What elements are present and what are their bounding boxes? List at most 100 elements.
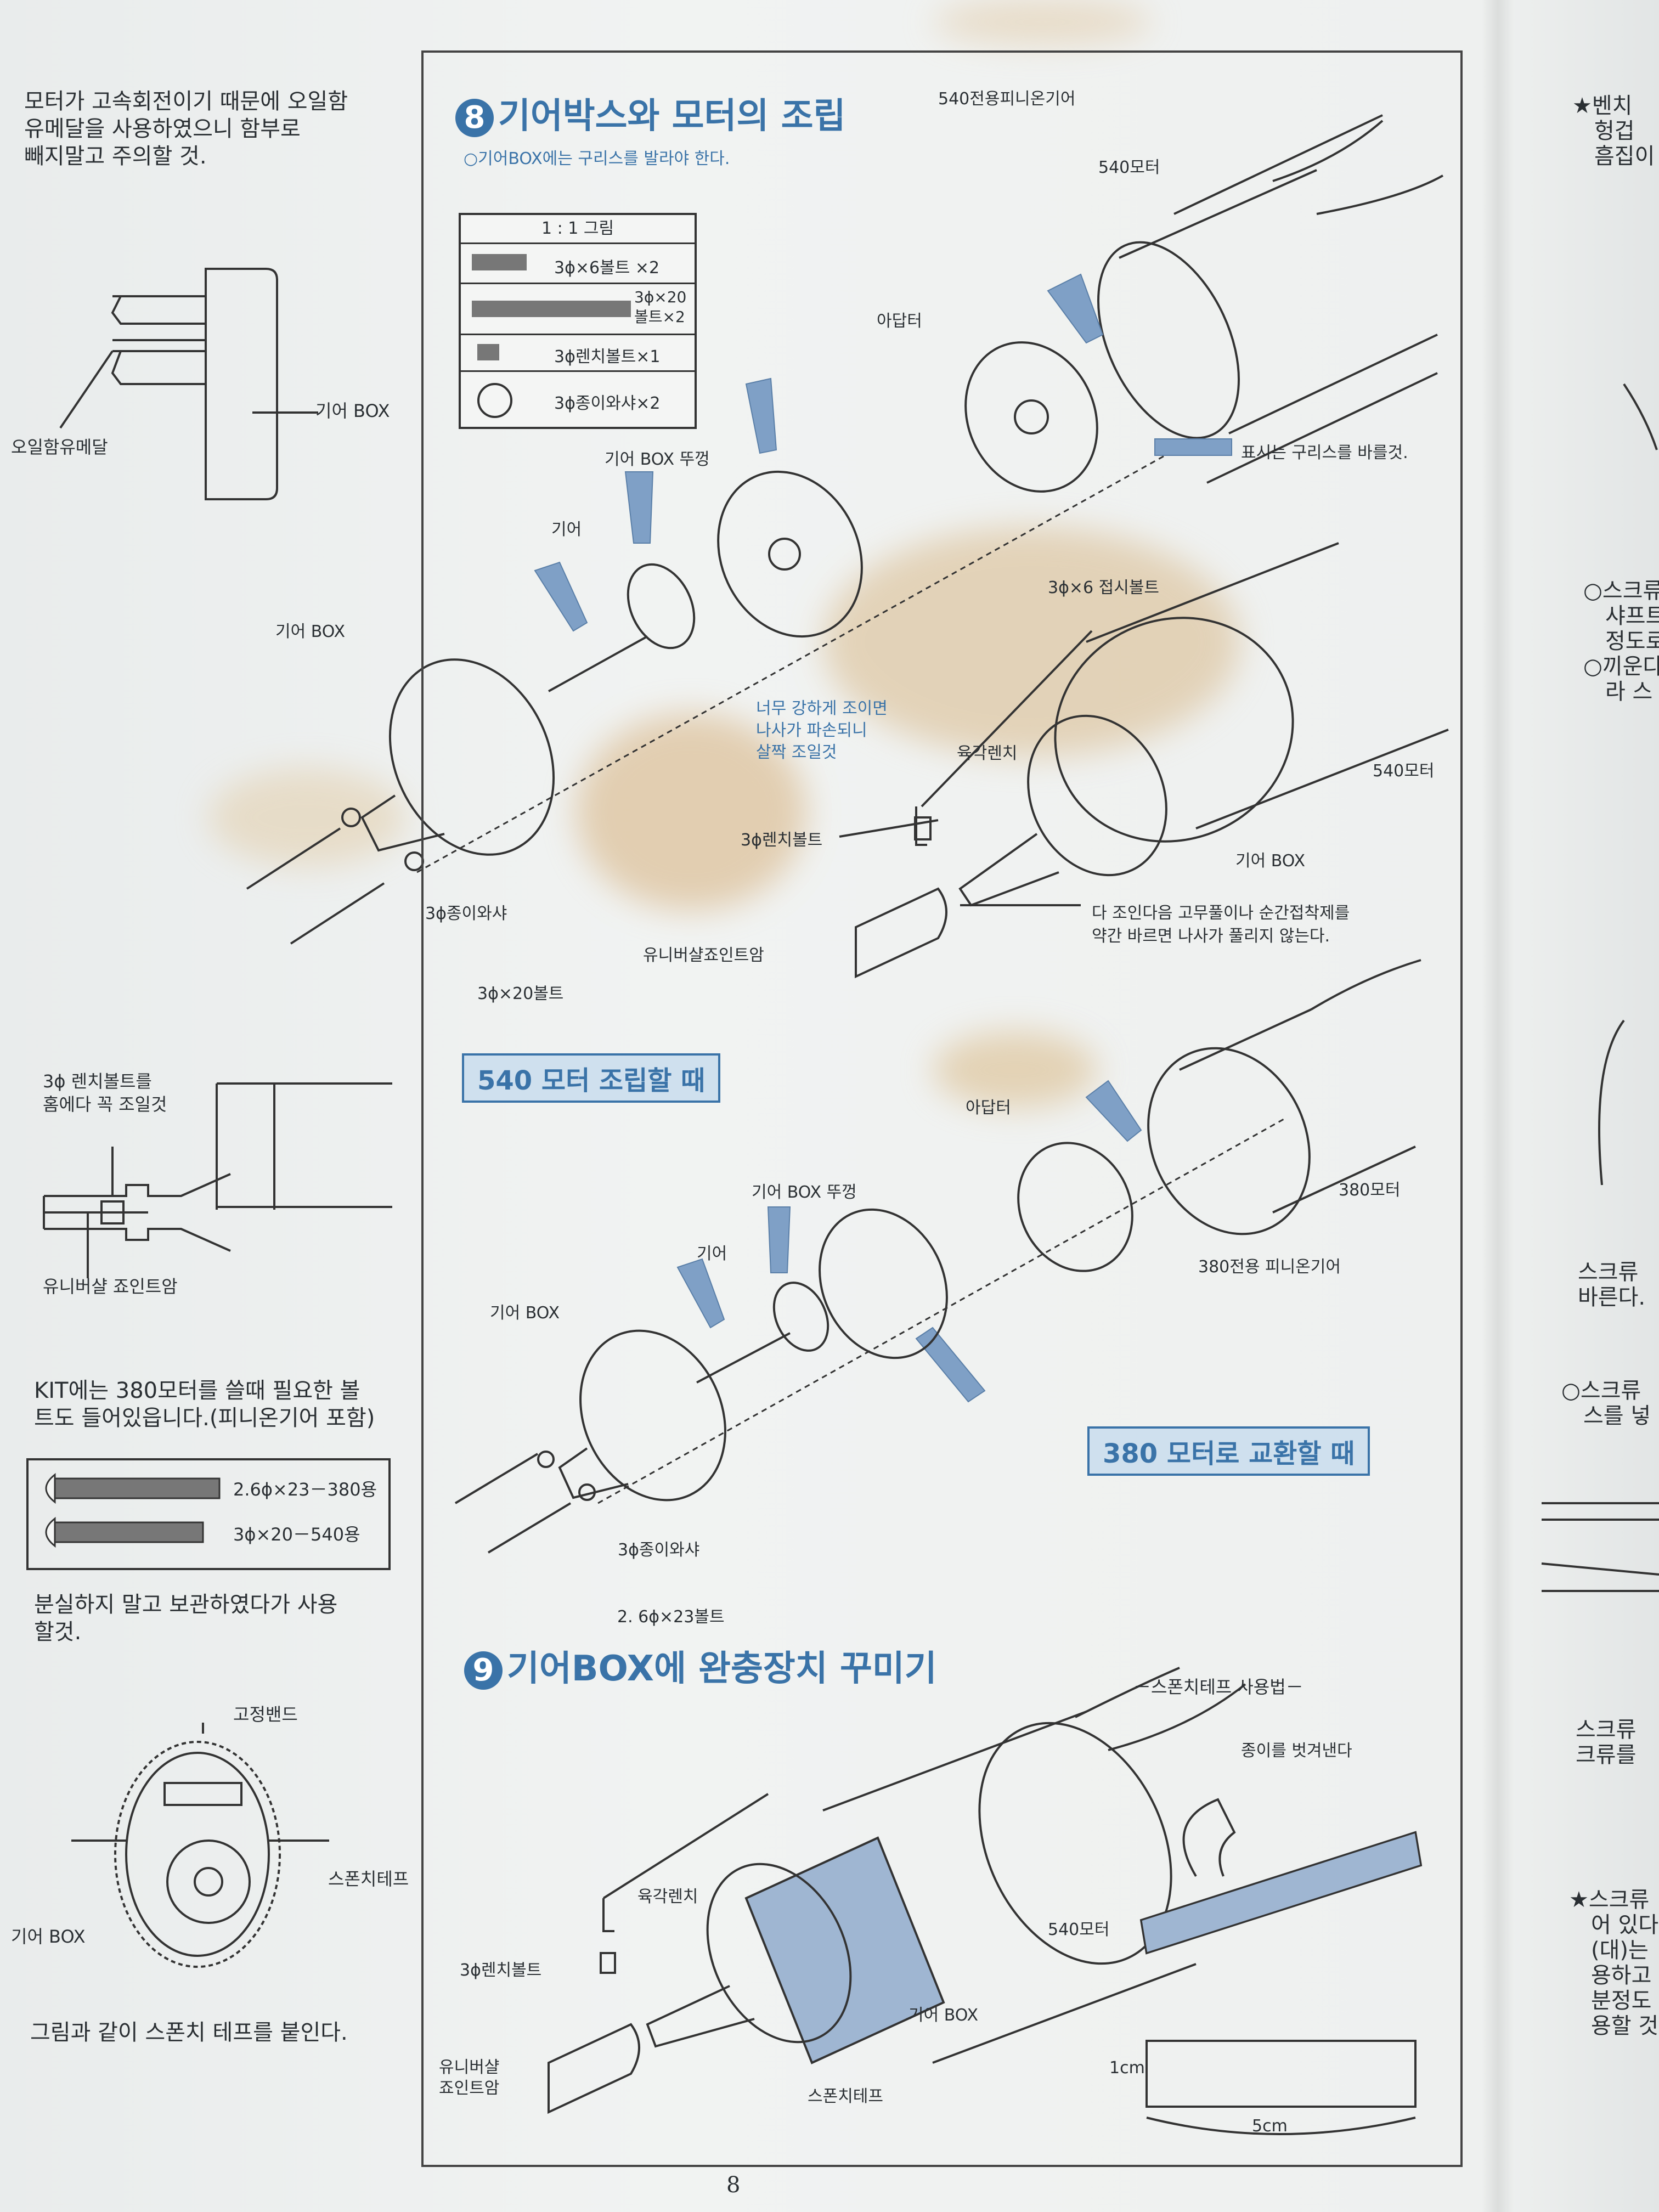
- label-motor-540-b: 540모터: [1373, 761, 1435, 781]
- right-text: 흠집이: [1594, 144, 1655, 169]
- label-gearbox-cover: 기어 BOX 뚜껑: [605, 450, 710, 469]
- section8-number: 8: [455, 99, 494, 138]
- box-380-swap: 380 모터로 교환할 때: [1087, 1426, 1370, 1476]
- label-peel: 종이를 벗겨낸다: [1241, 1741, 1352, 1760]
- label-pinion-380: 380전용 피니온기어: [1198, 1257, 1341, 1277]
- parts-table: 1 : 1 그림 3ϕ×6볼트 ×2 3ϕ×20 볼트×2 3ϕ렌치볼트×1 3…: [459, 213, 697, 429]
- parts-row-text: 3ϕ종이와샤×2: [554, 394, 661, 413]
- right-screw1: ○스크류 샤프트 정도로 ○끼운다 라 스: [1583, 578, 1659, 704]
- grease-note: 표시는 구리스를 바를것.: [1241, 443, 1408, 462]
- dim-width: 5cm: [1252, 2117, 1288, 2136]
- label-motor-540: 540모터: [1098, 158, 1160, 177]
- keep-note: 분실하지 말고 보관하였다가 사용 할것.: [34, 1592, 338, 1645]
- dim-height: 1cm: [1109, 2058, 1145, 2078]
- right-star1: ★벤치 헝겁 흠집이: [1572, 93, 1655, 169]
- box-540-assembly: 540 모터 조립할 때: [462, 1053, 721, 1103]
- glue-note: 다 조인다음 고무풀이나 순간접착제를 약간 바르면 나사가 풀리지 않는다.: [1092, 904, 1350, 946]
- sponge-label-left: 스폰치테프: [328, 1869, 409, 1889]
- joint-label-left: 유니버샬 죠인트암: [43, 1276, 178, 1297]
- section9-number: 9: [464, 1651, 503, 1690]
- right-text: 어 있다: [1591, 1912, 1659, 1938]
- label-wrench-bolt: 3ϕ렌치볼트: [741, 831, 823, 850]
- label-gearbox: 기어 BOX: [275, 622, 346, 641]
- oil-bearing-label: 오일함유메달: [11, 437, 108, 458]
- right-text: 스크류: [1576, 1717, 1637, 1742]
- label-gear-380: 기어: [697, 1244, 727, 1263]
- right-text: 크류를: [1576, 1742, 1637, 1768]
- right-text: 정도로: [1605, 629, 1659, 654]
- label-gear: 기어: [551, 520, 582, 539]
- right-text: ★벤치: [1572, 93, 1633, 119]
- bolt-20: 3ϕ×20－540용: [233, 1524, 360, 1545]
- label-sponge-9: 스폰치테프: [808, 2087, 883, 2106]
- right-text: (대)는: [1591, 1938, 1649, 1963]
- label-hex-wrench: 육각렌치: [957, 744, 1018, 763]
- right-text: ★스크류: [1569, 1887, 1650, 1912]
- bolt-icon: [472, 301, 631, 317]
- frame-left-divider: [421, 993, 424, 2145]
- right-text: 스를 넣: [1583, 1403, 1651, 1429]
- label-gearbox-9: 기어 BOX: [909, 2006, 979, 2025]
- sponge-howto: －스폰치테프 사용법－: [1133, 1677, 1304, 1697]
- label-bolt-23: 2. 6ϕ×23볼트: [617, 1607, 725, 1627]
- wrench-bolt-icon: [477, 344, 499, 360]
- bolt-icon: [472, 254, 527, 270]
- right-text: 라 스: [1605, 679, 1653, 704]
- label-gearbox-cover-380: 기어 BOX 뚜껑: [752, 1183, 857, 1202]
- label-paper-washer-380: 3ϕ종이와샤: [618, 1541, 700, 1560]
- oil-note: 모터가 고속회전이기 때문에 오일함 유메달을 사용하였으니 함부로 빼지말고 …: [24, 89, 348, 169]
- right-star2: ★스크류 어 있다 (대)는 용하고 분정도 용할 것: [1569, 1887, 1658, 2039]
- washer-icon: [477, 383, 512, 418]
- label-joint-arm: 유니버샬죠인트암: [643, 946, 764, 965]
- right-screw4: 스크류 크류를: [1576, 1717, 1636, 1768]
- section9-title-text: 기어BOX에 완충장치 꾸미기: [507, 1649, 937, 1689]
- gearbox-label-left2: 기어 BOX: [11, 1926, 86, 1947]
- label-pinion-540: 540전용피니온기어: [938, 89, 1076, 109]
- right-text: ○스크류: [1583, 578, 1659, 603]
- parts-row-text: 3ϕ렌치볼트×1: [554, 347, 661, 366]
- parts-row-text: 3ϕ×20 볼트×2: [634, 288, 687, 326]
- label-gearbox-b: 기어 BOX: [1235, 851, 1306, 871]
- parts-row-text: 3ϕ×6볼트 ×2: [554, 258, 660, 278]
- right-text: 샤프트: [1605, 603, 1659, 629]
- right-text: 바른다.: [1578, 1285, 1646, 1310]
- label-motor-540-9: 540모터: [1048, 1920, 1110, 1939]
- parts-row: 3ϕ×20 볼트×2: [461, 283, 695, 334]
- label-flat-bolt: 3ϕ×6 접시볼트: [1048, 578, 1160, 597]
- label-gearbox-380: 기어 BOX: [490, 1304, 560, 1323]
- bolt-23: 2.6ϕ×23－380용: [233, 1479, 377, 1500]
- label-motor-380: 380모터: [1339, 1181, 1401, 1200]
- right-text: ○끼운다: [1583, 654, 1659, 679]
- parts-row: 3ϕ×6볼트 ×2: [461, 242, 695, 283]
- right-text: 스크류: [1578, 1260, 1639, 1285]
- right-text: 분정도: [1591, 1988, 1652, 2013]
- right-text: 용할 것: [1591, 2013, 1659, 2039]
- kit-note: KIT에는 380모터를 쓸때 필요한 볼 트도 들어있읍니다.(피니온기어 포…: [34, 1378, 375, 1431]
- label-wrench-bolt-9: 3ϕ렌치볼트: [460, 1961, 542, 1980]
- label-adapter: 아답터: [877, 312, 922, 331]
- gearbox-label: 기어 BOX: [315, 400, 390, 421]
- parts-table-header-text: 1 : 1 그림: [541, 219, 614, 238]
- section8-title-text: 기어박스와 모터의 조립: [498, 96, 846, 137]
- tighten-note: 너무 강하게 조이면 나사가 파손되니 살짝 조일것: [756, 699, 888, 762]
- label-joint-arm-9: 유니버샬 죠인트암: [439, 2058, 500, 2098]
- label-paper-washer: 3ϕ종이와샤: [425, 904, 507, 923]
- stain: [933, 1031, 1097, 1108]
- parts-row: 3ϕ종이와샤×2: [461, 370, 695, 427]
- wrench-note: 3ϕ 렌치볼트를 홈에다 꼭 조일것: [43, 1071, 167, 1115]
- stain: [823, 527, 1240, 757]
- page-number: 8: [726, 2172, 741, 2198]
- right-text: 용하고: [1591, 1963, 1652, 1988]
- right-screw2: 스크류 바른다.: [1578, 1260, 1645, 1310]
- right-screw3: ○스크류 스를 넣: [1561, 1378, 1651, 1429]
- page-fold: [1481, 0, 1514, 2212]
- parts-table-header: 1 : 1 그림: [461, 215, 695, 242]
- label-hex-wrench-9: 육각렌치: [637, 1887, 698, 1906]
- label-bolt-20: 3ϕ×20볼트: [477, 984, 564, 1003]
- stain: [576, 713, 806, 911]
- parts-row: 3ϕ렌치볼트×1: [461, 334, 695, 370]
- band-label: 고정밴드: [233, 1704, 298, 1725]
